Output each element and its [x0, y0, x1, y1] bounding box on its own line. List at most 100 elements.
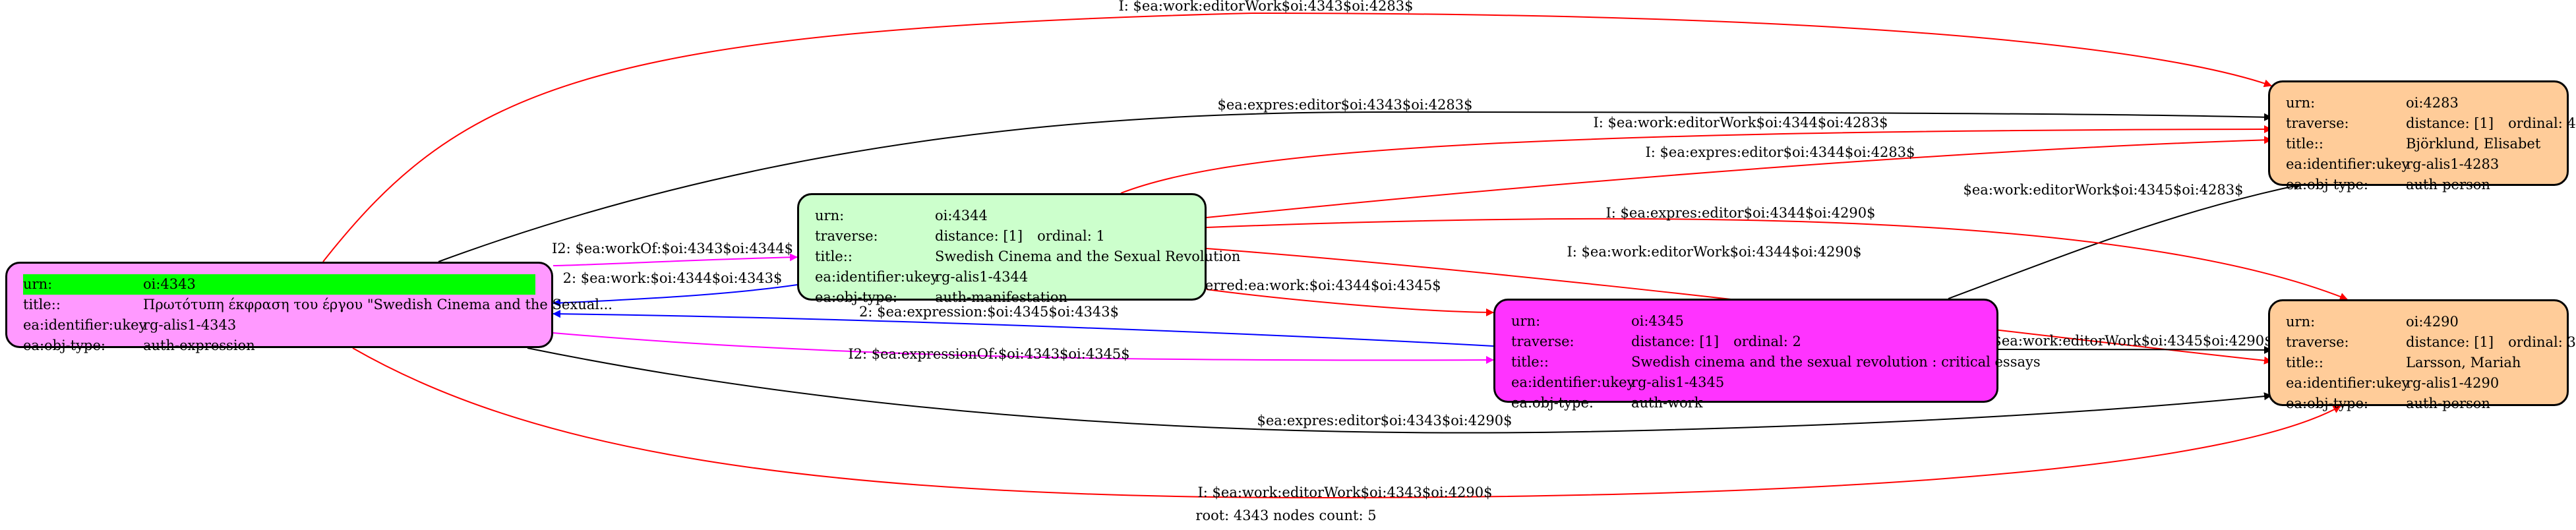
edge-e3[interactable] — [1120, 125, 2272, 194]
edge-e14[interactable] — [527, 347, 2272, 434]
row-key: ea:identifier:ukey — [815, 269, 939, 285]
node-oi-4290[interactable]: urn: oi:4290 traverse: distance: [1] ordi… — [2268, 299, 2576, 411]
node-row-title: title:: Πρωτότυπη έκφραση του έργου "Swe… — [23, 295, 613, 315]
row-value-group: distance: [1] ordinal: 1 — [935, 226, 1189, 247]
row-key: ea:obj-type: — [2286, 396, 2368, 411]
edge-e2[interactable] — [438, 111, 2272, 262]
row-key: urn: — [2286, 314, 2316, 330]
row-key: ea:obj-type: — [2286, 177, 2368, 192]
edge-label-e5: $ea:work:editorWork$oi:4345$oi:4283$ — [1963, 182, 2244, 198]
node-row-traverse: traverse: distance: [1] ordinal: 3 — [2286, 332, 2576, 353]
traverse-ordinal: ordinal: 3 — [2508, 334, 2576, 350]
row-value: Larsson, Mariah — [2406, 355, 2521, 370]
node-row-obj-type: ea:obj-type: auth-person — [2286, 175, 2551, 195]
node-row-obj-type: ea:obj-type: auth-manifestation — [815, 287, 1189, 308]
node-row-title: title:: Swedish cinema and the sexual re… — [1511, 352, 2041, 372]
node-oi-4283[interactable]: urn: oi:4283 traverse: distance: [1] ordi… — [2268, 80, 2576, 192]
edge-label-e13: $ea:work:editorWork$oi:4345$oi:4290$ — [1993, 333, 2273, 349]
node-row-traverse: traverse: distance: [1] ordinal: 2 — [1511, 332, 1981, 352]
node-row-urn: urn: oi:4345 — [1511, 311, 1981, 332]
node-oi-4345[interactable]: urn: oi:4345 traverse: distance: [1] ordi… — [1493, 299, 2041, 411]
edge-e4[interactable] — [1206, 136, 2272, 218]
edge-label-e4: I: $ea:expres:editor$oi:4344$oi:4283$ — [1645, 144, 1915, 160]
row-key: title:: — [2286, 355, 2323, 370]
node-row-urn: urn: oi:4290 — [2286, 312, 2551, 332]
edge-e5[interactable] — [1948, 182, 2302, 299]
traverse-distance: distance: [1] — [2406, 115, 2494, 131]
row-value: oi:4290 — [2406, 314, 2459, 330]
node-row-traverse: traverse: distance: [1] ordinal: 1 — [815, 226, 1189, 247]
traverse-ordinal: ordinal: 2 — [1733, 334, 1801, 349]
edge-label-e11: 2: $ea:expression:$oi:4345$oi:4343$ — [859, 304, 1119, 320]
row-value: rg-alis1-4343 — [143, 317, 237, 333]
traverse-distance: distance: [1] — [935, 228, 1023, 244]
edge-label-e10: I: $inferred:ea:work:$oi:4344$oi:4345$ — [1163, 278, 1441, 293]
node-row-title: title:: Larsson, Mariah — [2286, 353, 2551, 373]
node-row-identifier: ea:identifier:ukey rg-alis1-4290 — [2286, 373, 2551, 394]
edge-e6[interactable] — [1206, 218, 2348, 301]
row-value: Swedish Cinema and the Sexual Revolution — [935, 249, 1241, 264]
row-key: title:: — [23, 297, 61, 312]
row-key: ea:obj-type: — [815, 289, 897, 305]
row-value: auth-expression — [143, 338, 255, 353]
node-row-obj-type: ea:obj-type: auth-person — [2286, 394, 2551, 414]
traverse-distance: distance: [1] — [1631, 334, 1720, 349]
row-value-group: distance: [1] ordinal: 2 — [1631, 332, 1981, 352]
row-key: urn: — [2286, 95, 2316, 111]
edge-label-e7: I: $ea:work:editorWork$oi:4344$oi:4290$ — [1567, 244, 1862, 260]
node-row-title: title:: Swedish Cinema and the Sexual Re… — [815, 247, 1240, 267]
traverse-ordinal: ordinal: 4 — [2508, 115, 2576, 131]
traverse-distance: distance: [1] — [2406, 334, 2494, 350]
edge-e9[interactable] — [553, 284, 798, 307]
row-key: traverse: — [1511, 334, 1574, 349]
row-key: ea:obj-type: — [23, 338, 105, 353]
edge-e1[interactable] — [322, 12, 2272, 262]
edge-e10[interactable] — [1206, 289, 1494, 316]
row-value: rg-alis1-4344 — [935, 269, 1029, 285]
row-key: ea:obj-type: — [1511, 395, 1594, 411]
edge-e13[interactable] — [1998, 345, 2272, 354]
node-row-identifier: ea:identifier:ukey rg-alis1-4344 — [815, 267, 1189, 287]
node-row-identifier: ea:identifier:ukey rg-alis1-4345 — [1511, 372, 1981, 393]
node-row-urn: urn: oi:4283 — [2286, 93, 2551, 113]
row-value: Πρωτότυπη έκφραση του έργου "Swedish Cin… — [143, 297, 613, 312]
node-row-title: title:: Björklund, Elisabet — [2286, 134, 2551, 154]
row-key: ea:identifier:ukey — [1511, 374, 1635, 390]
node-row-obj-type: ea:obj-type: auth-expression — [23, 336, 535, 356]
node-oi-4344[interactable]: urn: oi:4344 traverse: distance: [1] ordi… — [797, 193, 1240, 305]
row-key: ea:identifier:ukey — [2286, 375, 2410, 391]
node-row-urn: urn: oi:4344 — [815, 206, 1189, 226]
node-row-identifier: ea:identifier:ukey rg-alis1-4343 — [23, 315, 535, 336]
row-value: oi:4344 — [935, 208, 988, 223]
row-value: oi:4345 — [1631, 313, 1684, 329]
edge-e12[interactable] — [553, 332, 1494, 365]
traverse-ordinal: ordinal: 1 — [1037, 228, 1105, 244]
row-value: auth-manifestation — [935, 289, 1068, 305]
row-key: title:: — [2286, 136, 2323, 152]
row-value: auth-person — [2406, 177, 2490, 192]
row-key: traverse: — [2286, 334, 2349, 350]
node-row-urn: urn: oi:4343 — [23, 274, 535, 295]
row-value: oi:4283 — [2406, 95, 2459, 111]
node-oi-4343[interactable]: urn: oi:4343 title:: Πρωτότυπη έκφραση τ… — [5, 262, 613, 353]
row-key: urn: — [1511, 313, 1541, 329]
row-key: title:: — [815, 249, 853, 264]
edge-e15[interactable] — [352, 347, 2341, 499]
edge-label-e1: I: $ea:work:editorWork$oi:4343$oi:4283$ — [1119, 0, 1414, 14]
row-value: rg-alis1-4345 — [1631, 374, 1725, 390]
row-value: Björklund, Elisabet — [2406, 136, 2541, 152]
edge-label-e2: $ea:expres:editor$oi:4343$oi:4283$ — [1218, 97, 1473, 113]
edge-e11[interactable] — [553, 310, 1494, 347]
row-key: traverse: — [815, 228, 878, 244]
row-key: traverse: — [2286, 115, 2349, 131]
row-key: urn: — [815, 208, 845, 223]
row-key: ea:identifier:ukey — [2286, 156, 2410, 172]
edge-label-e9: 2: $ea:work:$oi:4344$oi:4343$ — [563, 270, 783, 286]
edge-label-e6: I: $ea:expres:editor$oi:4344$oi:4290$ — [1605, 205, 1875, 221]
node-row-identifier: ea:identifier:ukey rg-alis1-4283 — [2286, 154, 2551, 175]
row-key: urn: — [23, 274, 143, 295]
edge-e8[interactable] — [553, 253, 798, 266]
node-row-traverse: traverse: distance: [1] ordinal: 4 — [2286, 113, 2576, 134]
edge-label-e3: I: $ea:work:editorWork$oi:4344$oi:4283$ — [1594, 115, 1888, 131]
